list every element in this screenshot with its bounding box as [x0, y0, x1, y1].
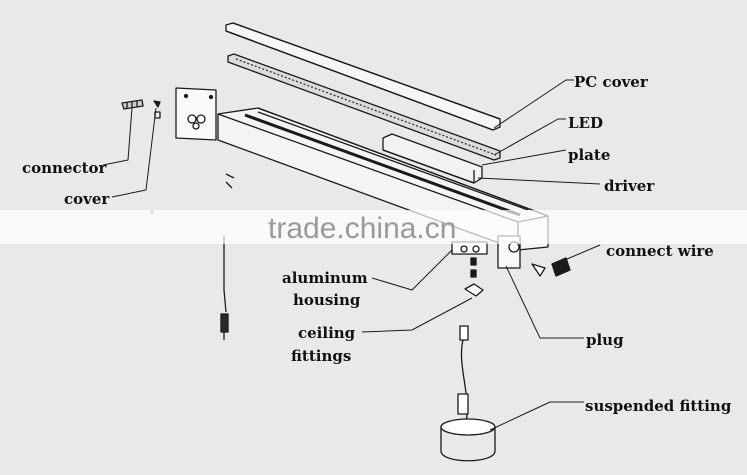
- label-pc-cover: PC cover: [574, 73, 649, 91]
- cable-plug-left: [220, 173, 235, 340]
- connect-wire-part: [531, 257, 571, 277]
- led-strip-part: [227, 53, 501, 161]
- label-led: LED: [568, 114, 603, 132]
- label-aluminum: aluminum: [282, 269, 368, 287]
- connector-part: [121, 99, 144, 110]
- watermark-band: [0, 210, 747, 244]
- watermark-text: trade.china.cn: [268, 212, 456, 245]
- plate-driver-part: [382, 133, 483, 184]
- leader-lines: [102, 79, 601, 431]
- ceiling-fittings-part: [464, 257, 484, 297]
- label-plug: plug: [586, 331, 624, 349]
- label-fittings: fittings: [291, 347, 351, 365]
- label-housing: housing: [293, 291, 361, 309]
- suspended-fitting-part: [440, 325, 496, 462]
- label-plate: plate: [568, 146, 610, 164]
- label-driver: driver: [604, 177, 655, 195]
- end-cap-part: [175, 87, 217, 141]
- label-ceiling: ceiling: [298, 324, 356, 342]
- label-suspended-fitting: suspended fitting: [585, 397, 732, 415]
- pc-cover-part: [225, 22, 501, 131]
- label-connector: connector: [22, 159, 108, 177]
- label-connect-wire: connect wire: [606, 242, 714, 260]
- label-cover: cover: [64, 190, 110, 208]
